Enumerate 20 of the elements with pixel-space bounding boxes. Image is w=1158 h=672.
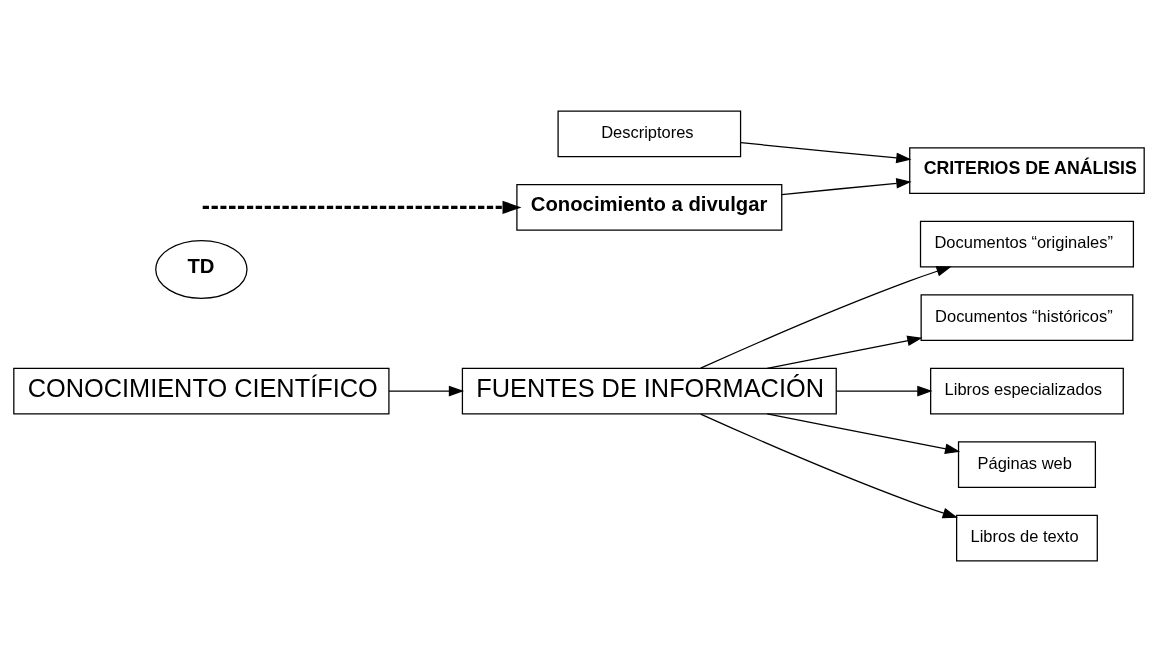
- arrow: [202, 200, 522, 215]
- arrow: [740, 142, 912, 164]
- arrow: [766, 413, 961, 455]
- arrow: [700, 413, 958, 519]
- node-box: CRITERIOS DE ANÁLISIS: [909, 147, 1145, 195]
- node-box: Documentos “históricos”: [920, 294, 1134, 342]
- node-box: Descriptores: [557, 110, 742, 158]
- arrow: [388, 385, 465, 397]
- arrow: [781, 178, 912, 196]
- node-box: Conocimiento a divulgar: [516, 183, 783, 231]
- arrow: [835, 385, 933, 397]
- node-box: Libros de texto: [956, 514, 1098, 562]
- node-box: Páginas web: [957, 441, 1097, 489]
- node-box: FUENTES DE INFORMACIÓN: [461, 367, 837, 415]
- arrow: [766, 335, 923, 369]
- node-box: Documentos “originales”: [919, 220, 1135, 268]
- node-box: CONOCIMIENTO CIENTÍFICO: [13, 367, 390, 415]
- arrow: [700, 266, 952, 369]
- node-ellipse: TD: [155, 240, 248, 299]
- node-box: Libros especializados: [930, 367, 1124, 415]
